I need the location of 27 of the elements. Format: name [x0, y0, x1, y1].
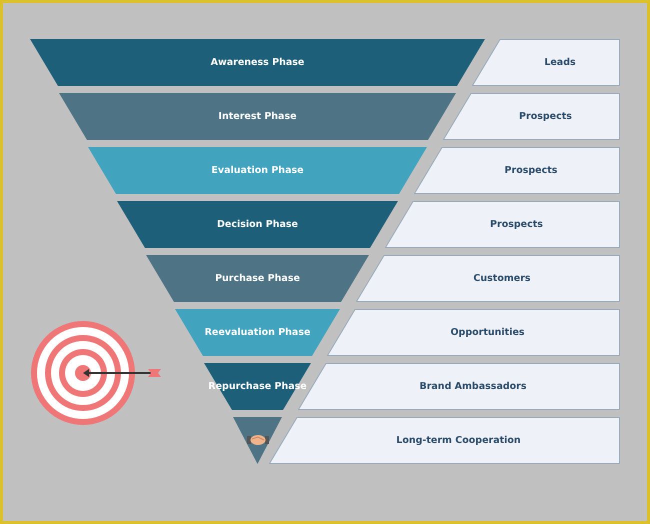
phase-label: Awareness Phase [210, 57, 304, 68]
phase-label: Interest Phase [218, 111, 297, 122]
stage-label: Leads [544, 57, 576, 68]
stage-label: Opportunities [450, 327, 525, 338]
stage-label: Prospects [519, 111, 572, 122]
funnel-segment [88, 147, 427, 194]
stage-box [356, 255, 620, 302]
stage-box [327, 309, 620, 356]
funnel-segment [30, 39, 485, 86]
stage-box [472, 39, 620, 86]
stage-box [414, 147, 620, 194]
phase-label: Purchase Phase [215, 273, 300, 284]
funnel-segment [59, 93, 456, 140]
phase-label: Evaluation Phase [211, 165, 304, 176]
stage-label: Prospects [490, 219, 543, 230]
stage-box [385, 201, 620, 248]
phase-label: Reevaluation Phase [204, 327, 310, 338]
funnel-segment [146, 255, 369, 302]
phase-label: Decision Phase [217, 219, 298, 230]
stage-box [443, 93, 620, 140]
stage-label: Customers [473, 273, 531, 284]
funnel-segment [175, 309, 340, 356]
stage-label: Long-term Cooperation [396, 435, 521, 446]
stage-label: Prospects [504, 165, 558, 176]
stage-box [269, 417, 620, 464]
stage-label: Brand Ambassadors [419, 381, 527, 392]
funnel-segment [117, 201, 398, 248]
